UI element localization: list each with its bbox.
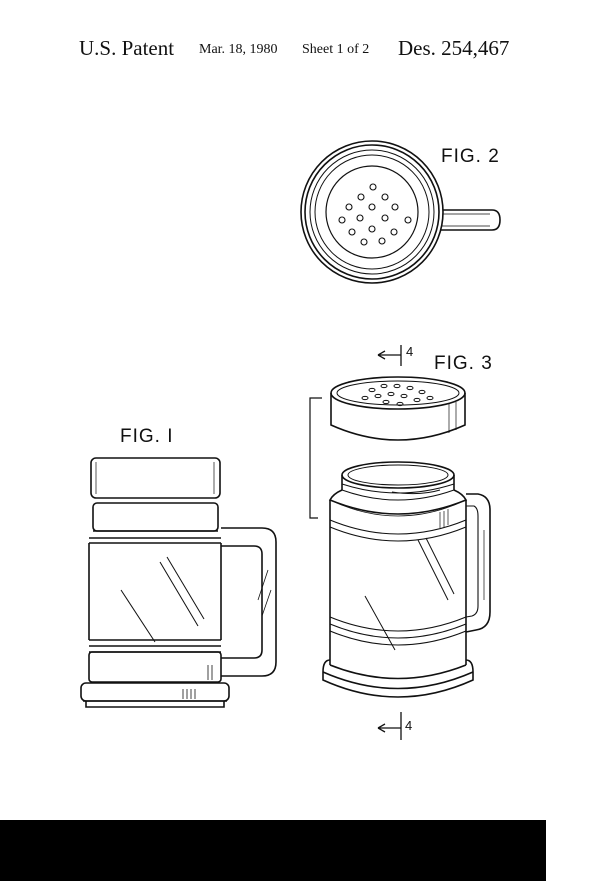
fig2-label: FIG. 2	[441, 146, 500, 167]
fig2-top-view	[300, 140, 501, 284]
fig1-side-view	[80, 457, 277, 708]
sheet-number: Sheet 1 of 2	[302, 42, 370, 57]
section-mark-bottom-number: 4	[405, 718, 413, 733]
section-mark-top-number: 4	[406, 344, 414, 359]
scan-bottom-bar	[0, 820, 546, 881]
section-mark-bottom	[377, 712, 402, 740]
fig3-mug	[322, 461, 491, 698]
patent-label: U.S. Patent	[79, 36, 175, 60]
patent-date: Mar. 18, 1980	[199, 42, 278, 57]
shaker-holes	[338, 183, 412, 246]
section-mark-top	[377, 345, 402, 366]
fig3-label: FIG. 3	[434, 353, 493, 374]
patent-number: Des. 254,467	[398, 36, 510, 60]
fig3-exploded-view	[309, 345, 491, 740]
fig1-label: FIG. I	[120, 426, 174, 447]
fig3-lid	[330, 376, 466, 441]
